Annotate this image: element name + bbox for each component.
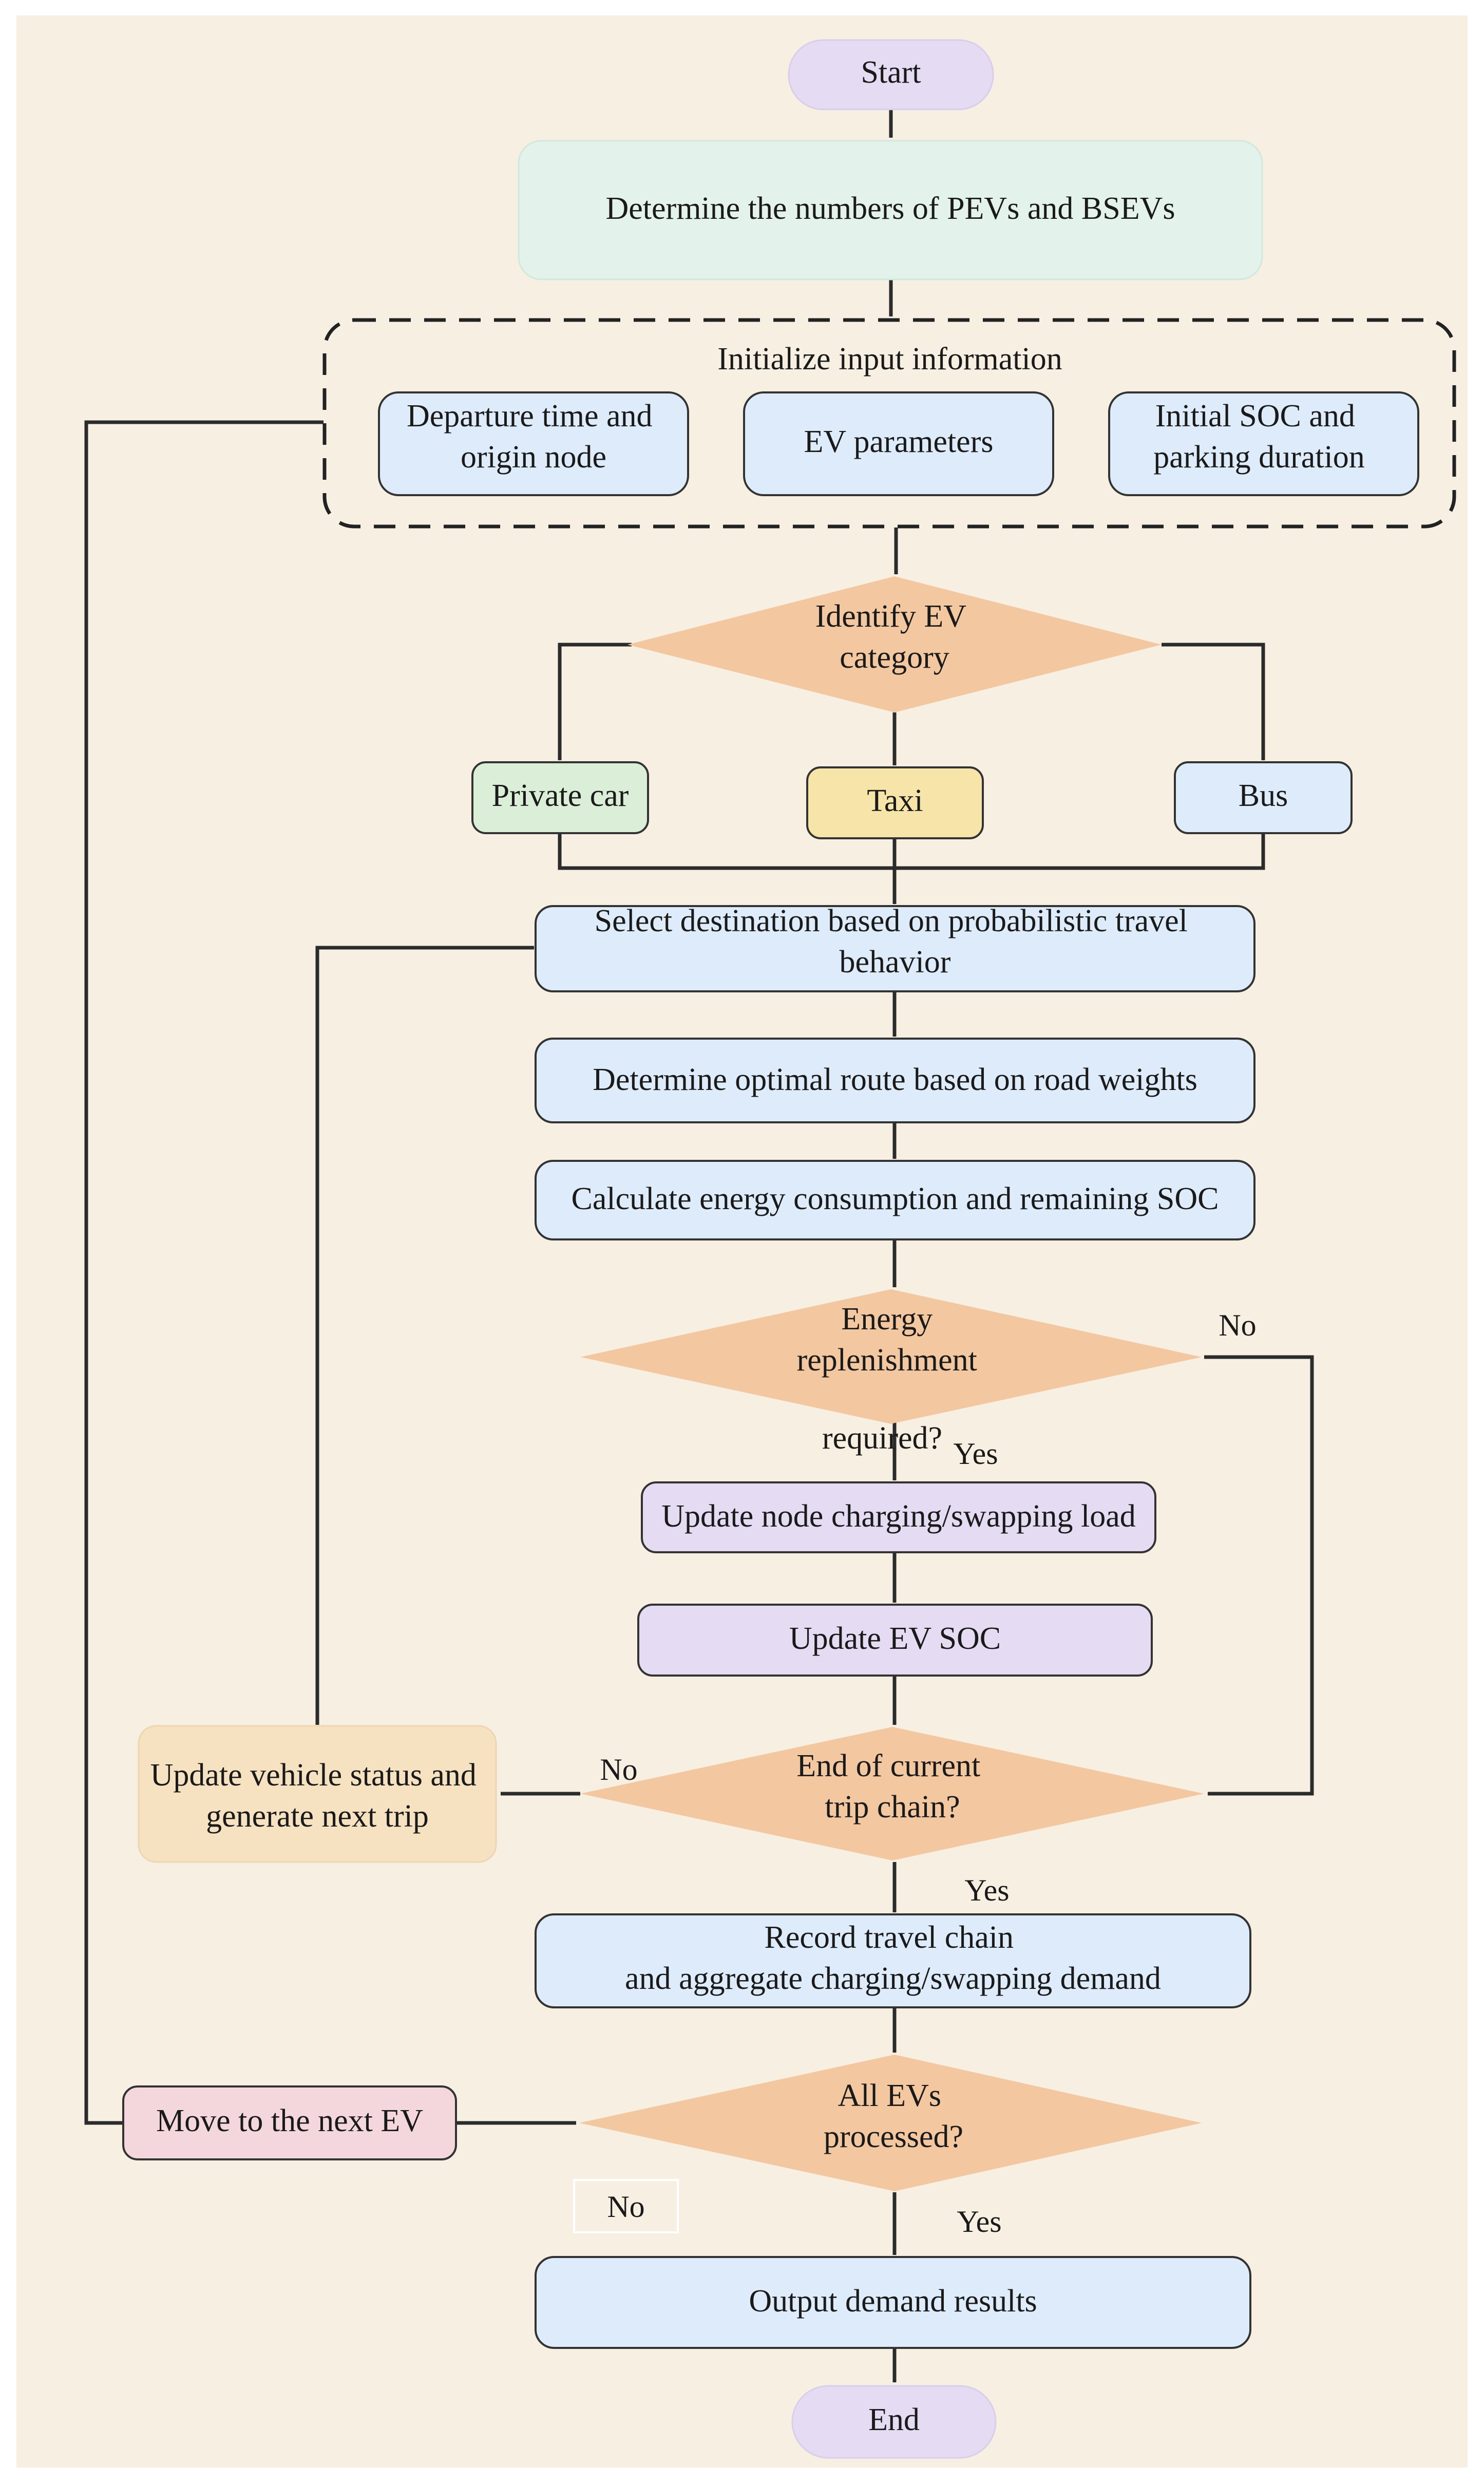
initialize-input-group	[322, 318, 1456, 529]
start-terminal	[788, 39, 994, 110]
initial-soc-box	[1108, 391, 1419, 496]
departure-time-label: Departure time and origin node	[407, 399, 660, 475]
private-car-box	[471, 761, 649, 834]
end-trip-chain-diamond	[580, 1727, 1204, 1860]
determine-numbers-label: Determine the numbers of PEVs and BSEVs	[606, 191, 1175, 226]
optimal-route-label: Determine optimal route based on road we…	[593, 1062, 1197, 1097]
end-trip-chain-line-2: trip chain?	[825, 1790, 960, 1824]
end-label: End	[868, 2402, 920, 2437]
taxi-box	[806, 766, 984, 839]
all-processed-yes-label: Yes	[957, 2205, 1001, 2239]
edge-update-vehicle-loop-to-select	[315, 946, 535, 1725]
energy-replenishment-diamond	[580, 1289, 1202, 1424]
private-car-label: Private car	[492, 778, 629, 813]
trip-chain-yes-label: Yes	[964, 1873, 1009, 1907]
bus-box	[1174, 761, 1353, 834]
identify-category-diamond	[627, 576, 1162, 712]
record-travel-chain-line-2: and aggregate charging/swapping demand	[625, 1961, 1161, 1996]
output-results-box	[535, 2256, 1251, 2349]
edge-move-next-loop-to-init	[84, 420, 324, 2125]
record-travel-chain-line-1: Record travel chain	[765, 1920, 1014, 1955]
identify-category-label: Identify EV category	[815, 599, 974, 675]
identify-category-line-2: category	[840, 640, 949, 675]
energy-replenishment-line-3: required?	[822, 1421, 942, 1456]
bus-label: Bus	[1239, 778, 1288, 813]
update-vehicle-status-line-1: Update vehicle status and	[150, 1758, 477, 1793]
energy-replenishment-line-1: Energy	[841, 1302, 933, 1337]
initial-soc-line-2: parking duration	[1153, 440, 1365, 475]
departure-time-line-1: Departure time and	[407, 399, 653, 434]
departure-time-line-2: origin node	[461, 440, 606, 475]
update-vehicle-status-line-2: generate next trip	[206, 1799, 429, 1834]
initial-soc-label: Initial SOC and parking duration	[1153, 399, 1365, 475]
select-destination-label: Select destination based on probabilisti…	[595, 904, 1196, 980]
edge-identify-to-private-car	[558, 643, 632, 761]
initialize-input-label: Initialize input information	[717, 342, 1062, 377]
all-evs-processed-label: All EVs processed?	[824, 2078, 963, 2154]
select-destination-box	[535, 905, 1255, 992]
trip-chain-no-label: No	[600, 1753, 637, 1786]
all-evs-processed-diamond	[579, 2055, 1202, 2191]
energy-replenishment-line-2: replenishment	[797, 1343, 977, 1378]
start-label: Start	[861, 55, 921, 90]
output-results-label: Output demand results	[749, 2284, 1037, 2319]
end-trip-chain-line-1: End of current	[796, 1748, 980, 1783]
edge-identify-to-bus	[1162, 643, 1265, 761]
replenish-no-label: No	[1219, 1308, 1256, 1342]
update-node-load-box	[641, 1481, 1156, 1553]
optimal-route-box	[535, 1038, 1255, 1123]
record-travel-chain-label: Record travel chain and aggregate chargi…	[625, 1920, 1161, 1996]
edge-replenish-no-to-end-trip	[1204, 1355, 1314, 1796]
update-soc-label: Update EV SOC	[789, 1621, 1001, 1656]
ev-parameters-label: EV parameters	[804, 424, 994, 459]
determine-numbers-box	[518, 140, 1263, 280]
edge-private-car-merge	[558, 833, 1265, 870]
select-destination-line-2: behavior	[840, 945, 951, 980]
end-trip-chain-label: End of current trip chain?	[796, 1748, 988, 1824]
energy-consumption-box	[535, 1160, 1255, 1240]
edges	[84, 109, 1314, 2383]
move-next-ev-box	[122, 2085, 457, 2160]
update-soc-box	[637, 1604, 1153, 1677]
record-travel-chain-box	[535, 1913, 1251, 2008]
select-destination-line-1: Select destination based on probabilisti…	[595, 904, 1188, 938]
update-vehicle-status-box	[138, 1725, 497, 1863]
all-evs-processed-line-1: All EVs	[838, 2078, 942, 2113]
move-next-ev-label: Move to the next EV	[156, 2103, 423, 2138]
energy-replenishment-label: Energy replenishment required?	[797, 1302, 985, 1456]
all-evs-processed-line-2: processed?	[824, 2119, 963, 2154]
departure-time-box	[378, 391, 689, 496]
ev-parameters-box	[743, 391, 1054, 496]
end-terminal	[791, 2385, 997, 2459]
all-processed-no-label-box	[573, 2179, 679, 2233]
initial-soc-line-1: Initial SOC and	[1155, 399, 1355, 434]
taxi-label: Taxi	[867, 783, 923, 818]
identify-category-line-1: Identify EV	[815, 599, 967, 634]
update-node-load-label: Update node charging/swapping load	[661, 1499, 1135, 1534]
all-processed-no-label: No	[607, 2190, 644, 2224]
energy-consumption-label: Calculate energy consumption and remaini…	[572, 1181, 1219, 1216]
replenish-yes-label: Yes	[953, 1437, 998, 1471]
update-vehicle-status-label: Update vehicle status and generate next …	[150, 1758, 485, 1834]
